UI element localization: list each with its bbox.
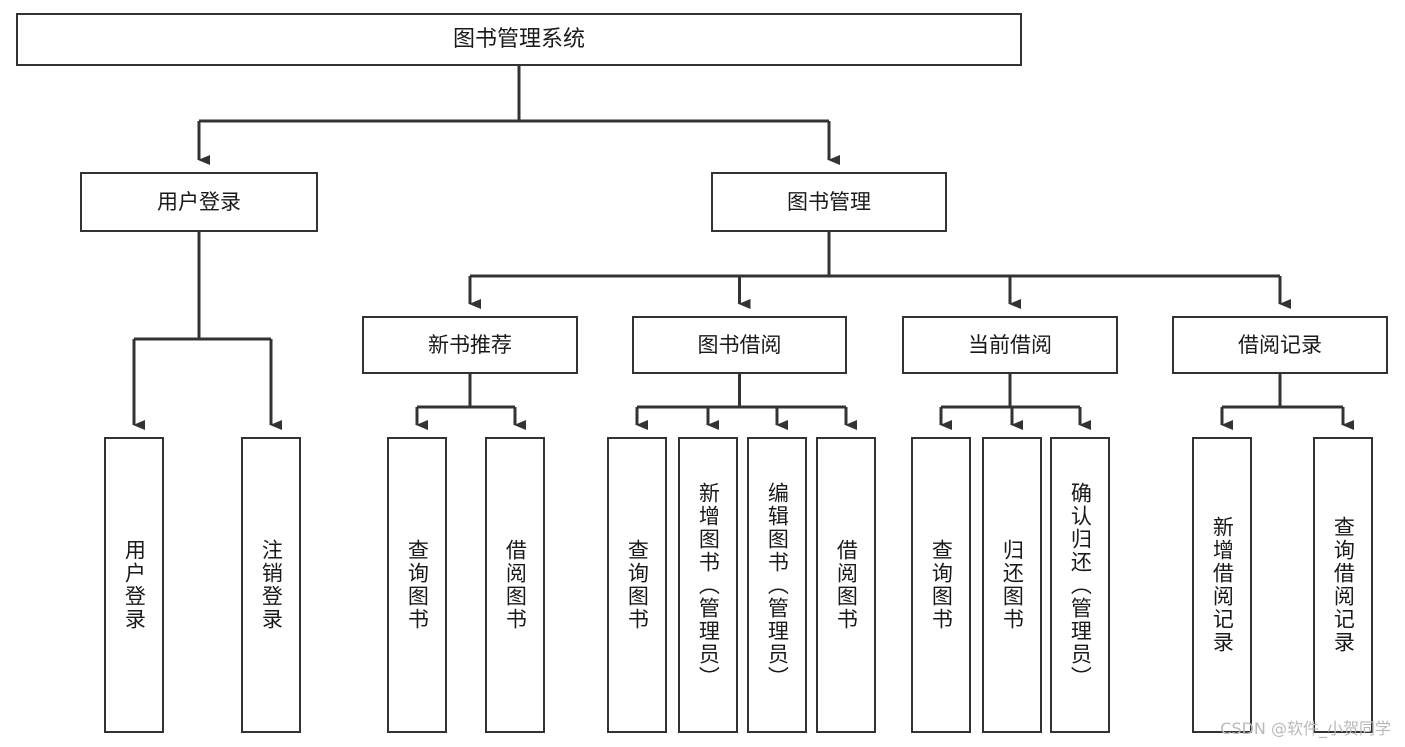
- node-bookmgmt[interactable]: 图书管理: [711, 172, 947, 232]
- node-leaf-login-1[interactable]: 用户登录: [104, 437, 164, 733]
- node-label: 新增借阅记录: [1210, 516, 1235, 654]
- node-label: 借阅图书: [834, 539, 859, 631]
- node-label: 用户登录: [157, 189, 241, 214]
- node-label: 新增图书（管理员）: [696, 481, 721, 689]
- node-label: 借阅图书: [503, 539, 528, 631]
- node-root[interactable]: 图书管理系统: [16, 13, 1022, 66]
- node-label: 图书管理: [787, 189, 871, 214]
- node-leaf-current-2[interactable]: 归还图书: [982, 437, 1042, 733]
- node-leaf-borrow-2[interactable]: 新增图书（管理员）: [678, 437, 738, 733]
- node-label: 图书借阅: [697, 332, 782, 357]
- node-login[interactable]: 用户登录: [80, 172, 318, 232]
- node-current[interactable]: 当前借阅: [902, 316, 1118, 374]
- node-leaf-current-1[interactable]: 查询图书: [911, 437, 971, 733]
- node-leaf-login-2[interactable]: 注销登录: [241, 437, 301, 733]
- node-leaf-borrow-1[interactable]: 查询图书: [607, 437, 667, 733]
- node-leaf-newbook-1[interactable]: 查询图书: [387, 437, 447, 733]
- node-borrow[interactable]: 图书借阅: [632, 316, 847, 374]
- node-newbook[interactable]: 新书推荐: [362, 316, 578, 374]
- node-leaf-record-1[interactable]: 新增借阅记录: [1192, 437, 1252, 733]
- node-leaf-borrow-3[interactable]: 编辑图书（管理员）: [747, 437, 807, 733]
- node-leaf-record-2[interactable]: 查询借阅记录: [1313, 437, 1373, 733]
- node-label: 查询图书: [929, 539, 954, 631]
- node-leaf-current-3[interactable]: 确认归还（管理员）: [1050, 437, 1110, 733]
- node-label: 用户登录: [122, 539, 147, 631]
- connectors-group: [132, 66, 1354, 430]
- node-label: 新书推荐: [428, 332, 512, 357]
- node-label: 确认归还（管理员）: [1068, 481, 1093, 689]
- node-label: 借阅记录: [1238, 332, 1322, 357]
- node-label: 归还图书: [1000, 539, 1025, 631]
- node-label: 查询图书: [405, 539, 430, 631]
- node-label: 编辑图书（管理员）: [765, 481, 790, 689]
- node-label: 注销登录: [259, 539, 284, 631]
- node-label: 查询图书: [625, 539, 650, 631]
- node-record[interactable]: 借阅记录: [1172, 316, 1388, 374]
- node-label: 查询借阅记录: [1331, 516, 1356, 654]
- node-label: 当前借阅: [968, 332, 1052, 357]
- node-label: 图书管理系统: [452, 26, 585, 52]
- node-leaf-newbook-2[interactable]: 借阅图书: [485, 437, 545, 733]
- node-leaf-borrow-4[interactable]: 借阅图书: [816, 437, 876, 733]
